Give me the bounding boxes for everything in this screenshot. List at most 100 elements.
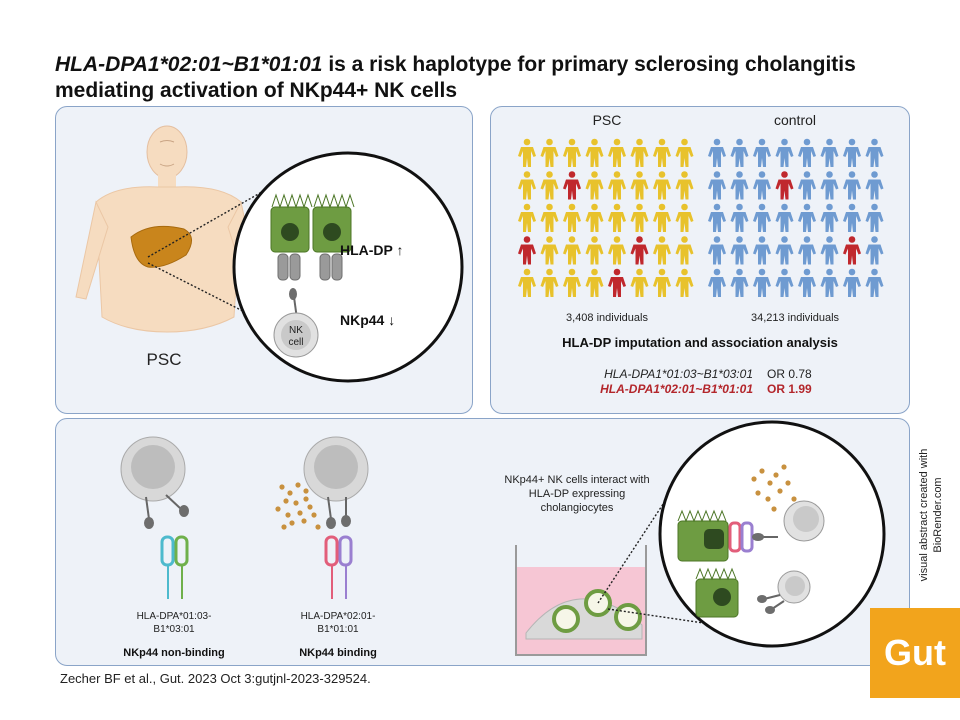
cytokine-dot [771, 506, 777, 512]
person-icon [865, 268, 884, 297]
person-icon [608, 171, 626, 200]
nk-cell-binding-icon [303, 436, 369, 529]
credit-line2: BioRender.com [932, 477, 944, 552]
person-icon [563, 138, 581, 167]
person-icon [563, 203, 581, 232]
person-icon [608, 138, 626, 167]
person-icon [585, 268, 604, 297]
nk-cell-icon [273, 312, 319, 358]
psc-label: PSC [147, 350, 182, 369]
title-haplotype: HLA-DPA1*02:01~B1*01:01 [55, 53, 323, 76]
person-icon [775, 236, 794, 265]
person-icon [753, 203, 771, 232]
cytokine-dot [287, 490, 293, 496]
person-icon [585, 203, 604, 232]
cytokine-dot [275, 506, 281, 512]
person-icon [865, 138, 884, 167]
person-icon [585, 171, 604, 200]
title-line2: mediating activation of NKp44+ NK cells [55, 79, 458, 102]
cytokine-dot [791, 496, 797, 502]
person-icon [608, 203, 626, 232]
person-icon [630, 268, 649, 297]
person-icon [708, 203, 726, 232]
person-icon [653, 138, 671, 167]
figure-title: HLA-DPA1*02:01~B1*01:01 is a risk haplot… [55, 52, 915, 104]
cytokine-dot [765, 496, 771, 502]
person-icon [608, 236, 626, 265]
person-icon [630, 138, 649, 167]
cytokine-dot [777, 488, 783, 494]
cholangiocyte-interaction-icon [677, 509, 778, 562]
person-icon [865, 236, 884, 265]
person-icon [843, 268, 861, 297]
person-icon [820, 236, 839, 265]
gut-journal-logo: Gut [870, 608, 960, 698]
cytokine-dot [781, 464, 787, 470]
cytokine-dot [759, 468, 765, 474]
haplotype-risk: HLA-DPA1*02:01~B1*01:01 [600, 382, 753, 396]
cytokine-dot [307, 504, 313, 510]
person-icon [820, 203, 839, 232]
cholangiocyte-lower-icon [695, 567, 739, 618]
person-icon [798, 138, 816, 167]
nk-cell-label-line1: NK [289, 325, 303, 336]
person-icon [798, 171, 816, 200]
person-icon [675, 171, 694, 200]
person-icon [563, 268, 581, 297]
person-icon [540, 268, 559, 297]
person-icon [753, 236, 771, 265]
interaction-line1: NKp44+ NK cells interact with [504, 474, 649, 486]
cholangiocyte-icon [270, 193, 355, 253]
cytokine-dot [311, 512, 317, 518]
person-icon [843, 236, 861, 265]
person-icon [563, 171, 581, 200]
hla-dp-binding-receptor-icon [324, 535, 353, 599]
person-icon [753, 268, 771, 297]
cytokine-dot [279, 484, 285, 490]
person-icon [630, 171, 649, 200]
person-icon [518, 171, 536, 200]
analysis-title: HLA-DP imputation and association analys… [562, 335, 838, 350]
cytokine-dot [303, 488, 309, 494]
psc-count: 3,408 individuals [566, 312, 648, 324]
person-icon [585, 236, 604, 265]
person-icon [843, 171, 861, 200]
person-icon [518, 236, 536, 265]
allele2-line2: B1*01:01 [317, 624, 359, 635]
person-icon [653, 171, 671, 200]
person-icon [843, 138, 861, 167]
person-icon [675, 138, 694, 167]
panel-nkp44-binding: HLA-DPA*01:03- B1*03:01 NKp44 non-bindin… [55, 418, 910, 666]
person-icon [798, 203, 816, 232]
allele2-line1: HLA-DPA*02:01- [301, 611, 376, 622]
panel-association-analysis: PSC control 3,408 individuals 34,213 ind… [490, 106, 910, 414]
person-icon [730, 268, 749, 297]
person-icon [653, 203, 671, 232]
cytokine-release-dots [751, 464, 797, 512]
person-icon [753, 138, 771, 167]
person-icon [540, 138, 559, 167]
person-icon [630, 236, 649, 265]
hla-dp-label: HLA-DP ↑ [340, 242, 404, 258]
cytokine-dots [275, 482, 321, 530]
person-icon [843, 203, 861, 232]
cytokine-dot [297, 510, 303, 516]
cytokine-dot [767, 480, 773, 486]
person-icon [730, 171, 749, 200]
person-icon [518, 203, 536, 232]
person-icon [865, 171, 884, 200]
person-icon [708, 268, 726, 297]
allele1-line2: B1*03:01 [153, 624, 195, 635]
person-icon [675, 268, 694, 297]
citation: Zecher BF et al., Gut. 2023 Oct 3:gutjnl… [60, 671, 371, 686]
person-icon [540, 171, 559, 200]
person-icon [675, 236, 694, 265]
person-icon [865, 203, 884, 232]
person-icon [518, 138, 536, 167]
person-icon [775, 203, 794, 232]
interaction-line3: cholangiocytes [541, 502, 614, 514]
cytokine-dot [293, 500, 299, 506]
cytokine-dot [315, 524, 321, 530]
interaction-line2: HLA-DP expressing [529, 488, 625, 500]
person-icon [585, 138, 604, 167]
